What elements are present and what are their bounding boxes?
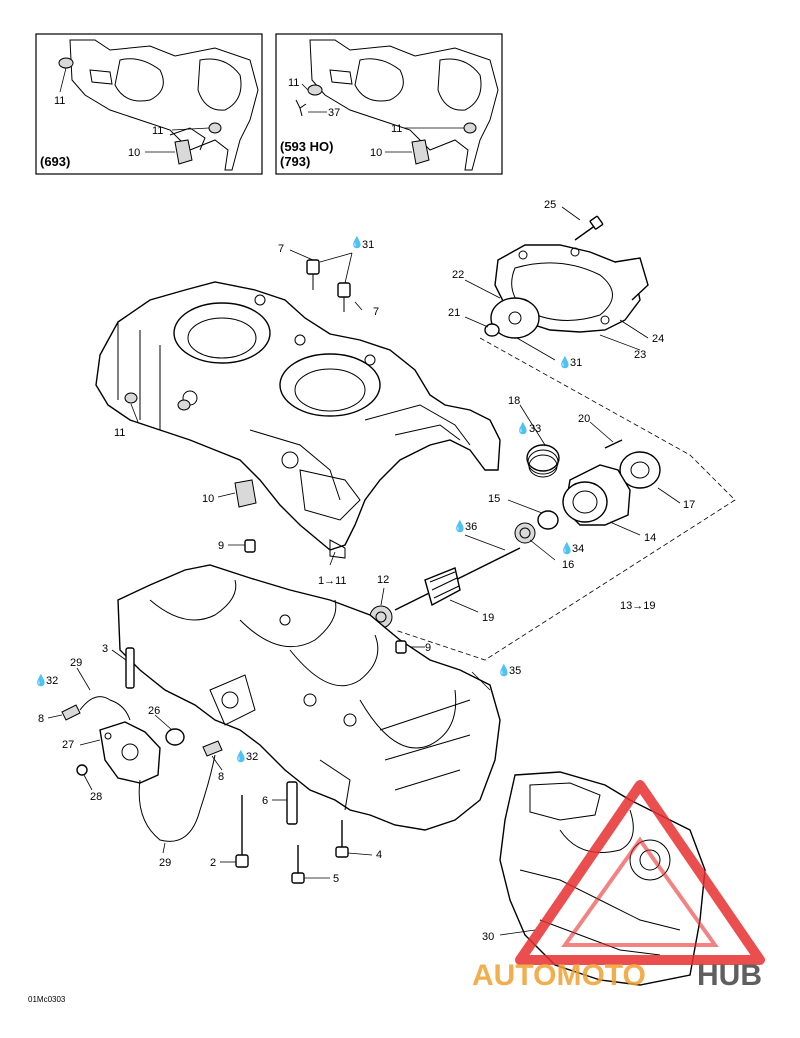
callout-10: 10 <box>202 493 214 505</box>
inset1-callout-10: 10 <box>128 147 140 159</box>
callout-15: 15 <box>488 493 500 505</box>
callout-22: 22 <box>452 269 464 281</box>
inset-693: 11 11 10 (693) <box>35 33 263 175</box>
callout-4: 4 <box>376 849 382 861</box>
callout-7a: 7 <box>278 243 284 255</box>
inset1-label: (693) <box>40 154 70 169</box>
callout-8a: 8 <box>38 713 44 725</box>
callout-3: 3 <box>102 643 108 655</box>
callout-36-drop-icon: 💧 <box>453 520 467 533</box>
callout-20: 20 <box>578 413 590 425</box>
rotary-valve-cover-assembly <box>484 215 649 339</box>
callout-34: 34 <box>572 543 584 555</box>
inset2-label-line1: (593 HO) <box>280 139 333 154</box>
watermark-logo: AUTOMOTO HUB <box>472 780 765 992</box>
callout-7b: 7 <box>373 306 379 318</box>
callout-23: 23 <box>634 349 646 361</box>
callout-14: 14 <box>644 532 656 544</box>
callout-32b-drop-icon: 💧 <box>234 750 248 763</box>
inset2-callout-11b: 11 <box>391 123 402 135</box>
callout-2: 2 <box>210 857 216 869</box>
callout-32a-drop-icon: 💧 <box>34 674 48 687</box>
callout-34-drop-icon: 💧 <box>560 542 574 555</box>
lower-crankcase <box>117 539 501 884</box>
callout-18: 18 <box>508 395 520 407</box>
callout-31a-drop-icon: 💧 <box>350 236 364 249</box>
callout-6: 6 <box>262 795 268 807</box>
callout-19: 19 <box>482 612 494 624</box>
callout-25: 25 <box>544 199 556 211</box>
oil-pump-assembly <box>61 696 223 842</box>
callout-35: 35 <box>509 665 521 677</box>
callout-29b: 29 <box>159 857 171 869</box>
callout-36: 36 <box>465 521 477 533</box>
inset1-callout-11a: 11 <box>54 95 65 107</box>
callout-32b: 32 <box>246 751 258 763</box>
rotary-valve-shaft-assembly <box>369 337 736 661</box>
callout-24: 24 <box>652 333 664 345</box>
callout-11: 11 <box>114 427 125 439</box>
callout-28: 28 <box>90 791 102 803</box>
callout-8b: 8 <box>218 771 224 783</box>
callout-9a: 9 <box>218 540 224 552</box>
callout-30: 30 <box>482 931 494 943</box>
engine-assembly-thumbnail <box>499 771 706 986</box>
callout-31a: 31 <box>362 239 374 251</box>
upper-crankcase <box>95 259 501 559</box>
figure-code: 01Mc0303 <box>28 995 66 1004</box>
inset-593ho-793: 11 37 11 10 (593 HO) (793) <box>275 33 503 175</box>
callout-1to11: 1→11 <box>318 575 347 587</box>
callout-17: 17 <box>683 499 695 511</box>
callout-33: 33 <box>529 423 541 435</box>
callout-29a: 29 <box>70 657 82 669</box>
inset2-callout-11a: 11 <box>288 77 299 89</box>
callout-16: 16 <box>562 559 574 571</box>
callout-35-drop-icon: 💧 <box>497 664 511 677</box>
inset2-callout-37: 37 <box>328 107 340 119</box>
inset2-label-line2: (793) <box>280 154 310 169</box>
callout-13to19: 13→19 <box>620 600 655 612</box>
inset2-callout-10: 10 <box>370 147 382 159</box>
callout-5: 5 <box>333 873 339 885</box>
inset1-callout-11b: 11 <box>152 125 163 137</box>
callout-9b: 9 <box>425 642 431 654</box>
callout-26: 26 <box>148 705 160 717</box>
watermark-text-part2: HUB <box>697 959 762 992</box>
watermark-text-part1: AUTOMOTO <box>472 959 646 992</box>
callout-21: 21 <box>448 307 460 319</box>
callout-numbers: 7 💧 31 7 25 22 21 24 23 💧 31 18 20 💧 33 … <box>34 199 695 943</box>
callout-31b-drop-icon: 💧 <box>558 356 572 369</box>
callout-33-drop-icon: 💧 <box>516 422 530 435</box>
callout-27: 27 <box>62 739 74 751</box>
leader-lines <box>47 206 681 879</box>
callout-12: 12 <box>377 574 389 586</box>
callout-32a: 32 <box>46 675 58 687</box>
callout-31b: 31 <box>570 357 582 369</box>
